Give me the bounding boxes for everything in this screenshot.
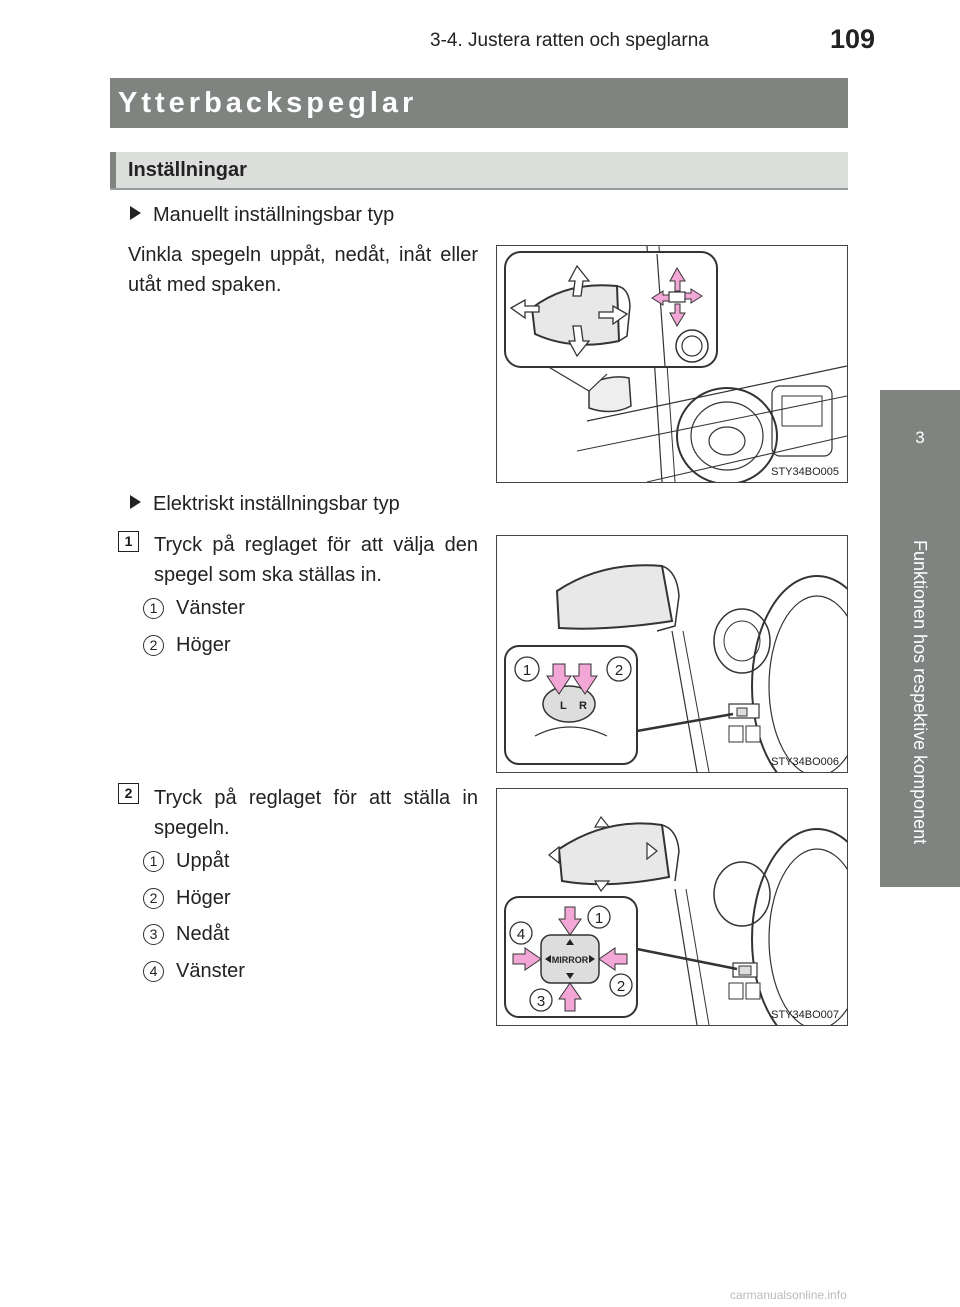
- figure-code: STY34BO006: [771, 756, 839, 768]
- item-label: Vänster: [176, 597, 245, 619]
- chapter-bar: [880, 497, 960, 887]
- manual-mirror-figure: STY34BO005: [496, 245, 848, 483]
- switch-label-left: L: [560, 700, 567, 712]
- manual-mirror-illustration: [504, 246, 847, 482]
- item-label: Höger: [176, 634, 231, 656]
- step1-text: Tryck på reglaget för att välja den speg…: [154, 534, 478, 586]
- section-header: 3-4. Justera ratten och speglarna: [430, 30, 709, 51]
- item-number: 2: [143, 635, 164, 656]
- select-mirror-figure: L R 1 2 STY34BO006: [496, 535, 848, 773]
- step2-item: 2 Höger: [143, 887, 230, 910]
- switch-label-right: R: [579, 700, 587, 712]
- manual-heading-text: Manuellt inställningsbar typ: [153, 204, 395, 226]
- step1-item: 1 Vänster: [143, 597, 245, 620]
- select-switch-illustration: L R 1 2: [504, 564, 847, 772]
- figure-code: STY34BO007: [771, 1009, 839, 1021]
- bullet-triangle-icon: [130, 495, 141, 509]
- item-number: 2: [143, 888, 164, 909]
- footer-watermark: carmanualsonline.info: [730, 1288, 847, 1302]
- chapter-title: Funktionen hos respektive komponent: [910, 539, 930, 845]
- item-label: Höger: [176, 887, 231, 909]
- step2-text: Tryck på reglaget för att ställa in speg…: [154, 787, 478, 839]
- item-number: 1: [143, 598, 164, 619]
- page-title: Ytterbackspeglar: [110, 78, 848, 128]
- chapter-number: 3: [915, 428, 925, 447]
- item-number: 3: [143, 924, 164, 945]
- step-number-box: 1: [118, 531, 139, 552]
- callout-number: 3: [537, 993, 545, 1010]
- callout-number: 2: [615, 662, 623, 679]
- item-label: Vänster: [176, 960, 245, 982]
- subtitle-accent: [110, 152, 116, 188]
- bullet-triangle-icon: [130, 206, 141, 220]
- chapter-tab: [880, 390, 960, 497]
- mirror-switch-label: MIRROR: [552, 955, 589, 965]
- item-number: 1: [143, 851, 164, 872]
- step1-item: 2 Höger: [143, 634, 230, 657]
- step2-item: 3 Nedåt: [143, 923, 229, 946]
- adjust-mirror-figure: MIRROR 1 2 3 4 STY34BO007: [496, 788, 848, 1026]
- step2-item: 1 Uppåt: [143, 850, 229, 873]
- step2-item: 4 Vänster: [143, 960, 245, 983]
- page-number: 109: [830, 24, 876, 54]
- manual-text: Vinkla spegeln uppåt, nedåt, inåt eller …: [128, 244, 478, 296]
- subtitle: Inställningar: [128, 159, 247, 181]
- adjust-switch-illustration: MIRROR 1 2 3 4: [504, 815, 847, 1025]
- electric-heading: Elektriskt inställningsbar typ: [130, 493, 400, 516]
- callout-number: 1: [523, 662, 531, 679]
- figure-code: STY34BO005: [771, 466, 839, 478]
- electric-heading-text: Elektriskt inställningsbar typ: [153, 493, 400, 515]
- subtitle-bar: Inställningar: [110, 152, 848, 190]
- callout-number: 4: [517, 926, 525, 943]
- callout-number: 2: [617, 978, 625, 995]
- item-label: Uppåt: [176, 850, 230, 872]
- item-label: Nedåt: [176, 923, 230, 945]
- manual-heading: Manuellt inställningsbar typ: [130, 204, 394, 227]
- step-number-box: 2: [118, 783, 139, 804]
- item-number: 4: [143, 961, 164, 982]
- callout-number: 1: [595, 910, 603, 927]
